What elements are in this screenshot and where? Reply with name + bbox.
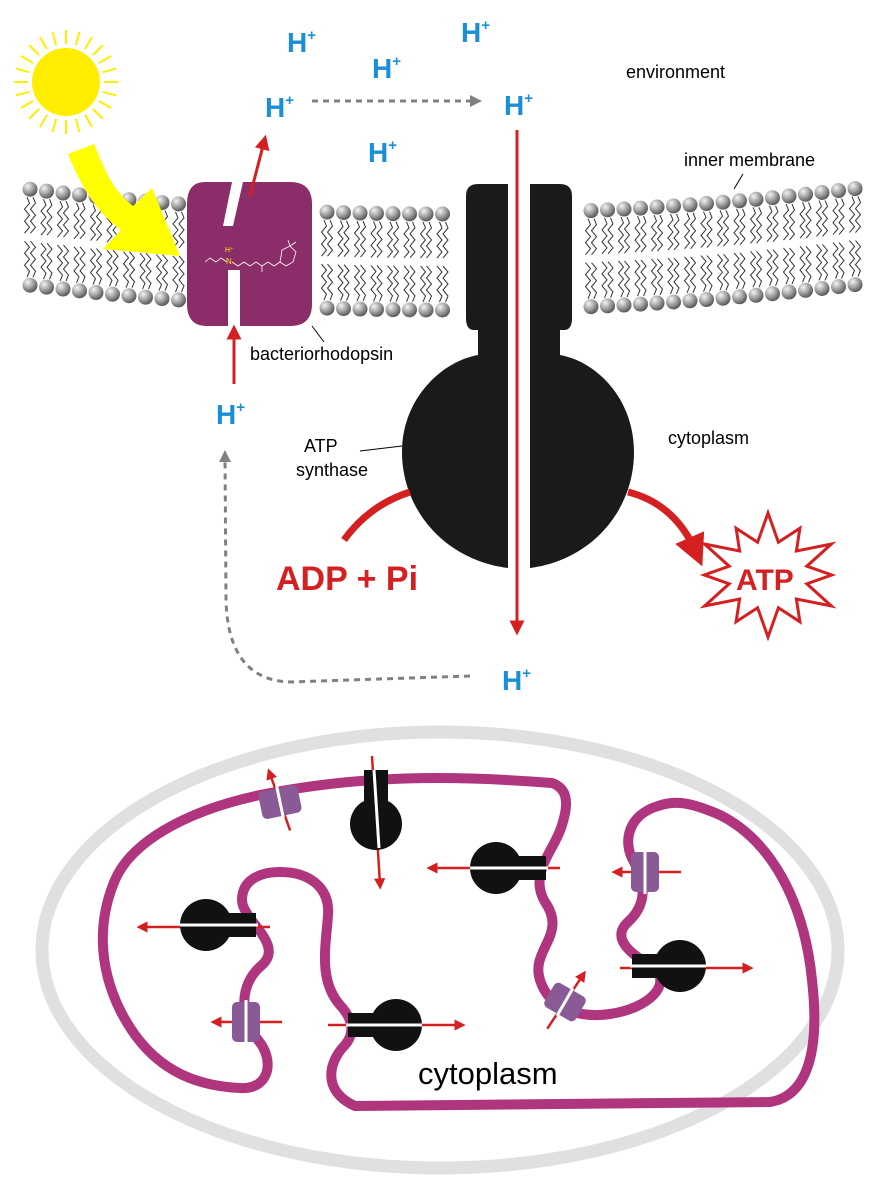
proton-label: H+ [372,53,401,84]
proton-label: H+ [504,90,533,121]
proton-label: H+ [265,92,294,123]
adp-pi-label: ADP + Pi [276,560,418,598]
adp-input-arrow [341,488,412,543]
environment-label: environment [626,62,725,82]
retinal-h-label: H⁺ [225,247,234,254]
proton-labels: H+ H+ H+ H+ H+ H+ H+ H+ [216,17,533,696]
small-atp-synthase [328,999,466,1051]
cell-wall [35,725,845,1175]
inner-membrane-label: inner membrane [684,150,815,170]
small-bacteriorhodopsin [258,768,302,831]
bacteriorhodopsin-label: bacteriorhodopsin [250,344,393,364]
atp-synthase-label-line2: synthase [296,460,368,480]
small-atp-synthase [620,940,754,992]
atp-synthase-label-line1: ATP [304,436,338,456]
cytoplasm-top-label: cytoplasm [668,428,749,448]
small-atp-synthase [136,899,270,951]
retinal-molecule-icon [204,239,297,272]
atp-synthase-leader [359,445,403,452]
sun-icon [14,30,118,134]
atp-label: ATP [736,564,794,597]
small-bacteriorhodopsin [611,850,681,894]
proton-label: H+ [502,665,531,696]
proton-label: H+ [287,27,316,58]
atp-synthase-protein [402,184,634,568]
lipid-tails [23,196,862,303]
proton-return-arrow [219,450,471,684]
atp-output-arrow [627,488,705,567]
small-atp-synthase [426,842,560,894]
cytoplasm-bottom-label: cytoplasm [418,1056,558,1091]
lipid-bilayer [22,181,863,318]
lipid-heads [22,181,863,318]
proton-label: H+ [216,399,245,430]
small-atp-synthase [350,755,402,890]
small-bacteriorhodopsin [544,970,586,1030]
proton-pump-out-arrow [248,134,270,197]
retinal-n-label: N [226,257,232,266]
proton-label: H+ [368,137,397,168]
light-arrow-icon [68,144,180,256]
bacteriorhodopsin-leader [311,325,325,343]
proton-label: H+ [461,17,490,48]
small-bacteriorhodopsin [210,1000,282,1044]
atp-starburst-icon [699,508,837,642]
bacteriorhodopsin-protein: H⁺ N [187,182,312,326]
cell-membrane [97,773,820,1111]
inner-membrane-leader [733,173,744,190]
